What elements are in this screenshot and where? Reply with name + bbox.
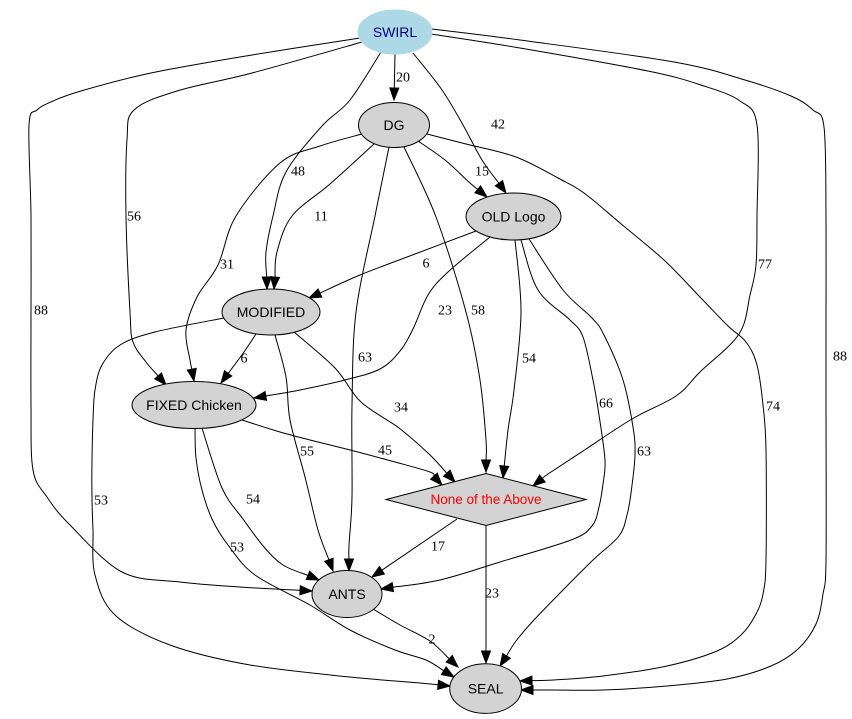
svg-text:17: 17 [431,540,445,555]
svg-text:15: 15 [475,165,489,180]
svg-text:20: 20 [396,71,410,86]
svg-text:2: 2 [429,633,436,648]
svg-text:54: 54 [522,352,536,367]
svg-text:ANTS: ANTS [328,586,365,602]
svg-text:58: 58 [471,304,485,319]
svg-text:SEAL: SEAL [468,681,504,697]
svg-text:45: 45 [378,444,392,459]
svg-text:88: 88 [833,350,847,365]
svg-text:63: 63 [637,445,651,460]
svg-text:11: 11 [314,210,327,225]
svg-text:MODIFIED: MODIFIED [237,304,305,320]
svg-text:6: 6 [423,257,430,272]
svg-text:88: 88 [34,304,48,319]
svg-text:53: 53 [230,541,244,556]
svg-text:74: 74 [766,400,780,415]
svg-text:42: 42 [491,118,505,133]
svg-text:None of the Above: None of the Above [430,492,541,507]
svg-text:53: 53 [94,494,108,509]
svg-text:FIXED Chicken: FIXED Chicken [146,397,242,413]
svg-text:34: 34 [394,401,408,416]
svg-text:DG: DG [384,117,405,133]
svg-text:23: 23 [438,304,452,319]
svg-text:OLD Logo: OLD Logo [482,209,546,225]
svg-text:66: 66 [599,397,613,412]
svg-text:54: 54 [246,493,260,508]
svg-text:63: 63 [358,351,372,366]
svg-text:SWIRL: SWIRL [373,24,418,40]
svg-text:6: 6 [241,352,248,367]
svg-text:55: 55 [300,445,314,460]
svg-text:23: 23 [485,587,499,602]
svg-text:31: 31 [220,258,234,273]
svg-text:48: 48 [291,165,305,180]
svg-text:56: 56 [127,210,141,225]
svg-text:77: 77 [758,258,772,273]
